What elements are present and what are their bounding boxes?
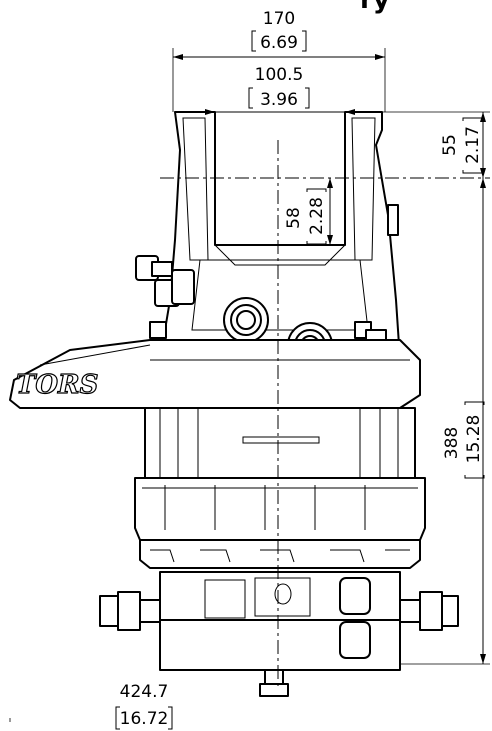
dim-slot-depth-mm: 58 (284, 207, 304, 229)
dim-overall-width: 424.7 16.72 (9, 682, 173, 730)
rotator-housing (144, 407, 416, 479)
hydraulic-fitting-left (135, 255, 195, 307)
side-coupling-left (99, 591, 161, 631)
dim-overall-height-in: 15.28 (464, 415, 484, 464)
dimensions: 170 6.69 100.5 3.96 55 2.17 (9, 9, 490, 730)
dim-inner-width-mm: 100.5 (255, 65, 304, 85)
rotator-body: TORS (9, 111, 490, 697)
dim-top-width-in: 6.69 (260, 33, 298, 53)
dim-slot-depth-in: 2.28 (307, 197, 327, 235)
brand-lettering: TORS (16, 370, 98, 400)
dim-top-width-mm: 170 (263, 9, 295, 29)
gear-ring (134, 477, 426, 569)
dim-overall-height: 388 15.28 (400, 178, 490, 665)
dim-inner-width-in: 3.96 (260, 90, 298, 110)
dim-slot-depth: 58 2.28 (284, 178, 333, 245)
dim-overall-height-mm: 388 (442, 427, 462, 459)
dim-top-width: 170 6.69 (172, 9, 386, 112)
flange-plate: TORS (9, 339, 421, 409)
dim-overall-width-in: 16.72 (120, 709, 169, 729)
dim-top-height-mm: 55 (440, 134, 460, 156)
dim-overall-width-mm: 424.7 (120, 682, 169, 702)
port-fitting-1 (223, 297, 269, 343)
dim-top-height: 55 2.17 (382, 111, 490, 178)
title-fragment: ry (360, 0, 390, 15)
dim-top-height-in: 2.17 (463, 126, 483, 164)
dim-inner-width: 100.5 3.96 (205, 65, 355, 115)
side-coupling-right (399, 591, 459, 631)
swivel-block (159, 571, 401, 697)
